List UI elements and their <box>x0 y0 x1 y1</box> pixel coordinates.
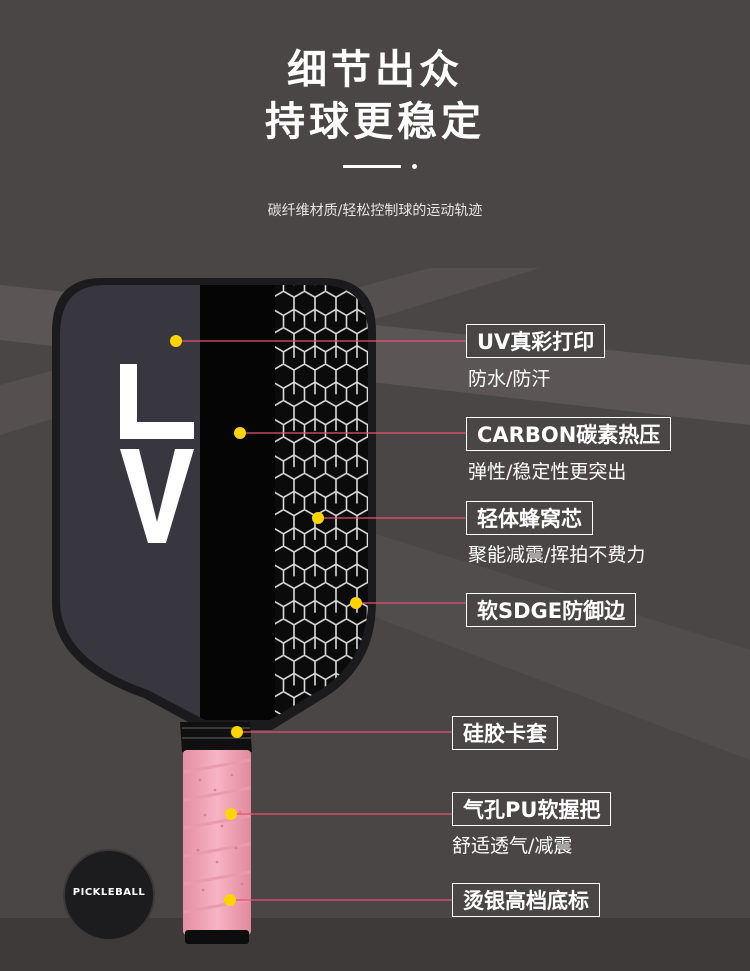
callout-honeycomb-desc: 聚能减震/挥拍不费力 <box>468 544 646 566</box>
pickleball-badge <box>63 849 155 941</box>
callout-uv-print-desc: 防水/防汗 <box>468 368 551 390</box>
title-divider <box>343 165 401 168</box>
callout-pu-grip: 气孔PU软握把 <box>452 792 612 826</box>
title-divider-dot <box>412 164 417 169</box>
page-title-line1: 细节出众 <box>287 47 463 93</box>
callout-pu-grip-desc: 舒适透气/减震 <box>452 835 573 857</box>
grip-end-cap <box>185 930 249 944</box>
callout-carbon: CARBON碳素热压 <box>466 417 672 451</box>
pickleball-badge-text: PICKLEBALL <box>72 887 146 898</box>
callout-silver-label: 烫银高档底标 <box>452 883 600 917</box>
callout-markers <box>170 335 362 906</box>
paddle-logo-lv <box>120 364 194 543</box>
callout-uv-print: UV真彩打印 <box>466 324 606 358</box>
callout-edge-guard: 软SDGE防御边 <box>466 593 637 627</box>
callout-lines <box>176 340 466 901</box>
page-title-line2: 持球更稳定 <box>265 99 485 145</box>
callout-carbon-desc: 弹性/稳定性更突出 <box>468 461 627 483</box>
callout-silicone-sleeve: 硅胶卡套 <box>452 716 558 750</box>
callout-honeycomb: 轻体蜂窝芯 <box>466 501 593 535</box>
paddle-face <box>60 285 368 720</box>
page-subtitle: 碳纤维材质/轻松控制球的运动轨迹 <box>267 203 483 219</box>
